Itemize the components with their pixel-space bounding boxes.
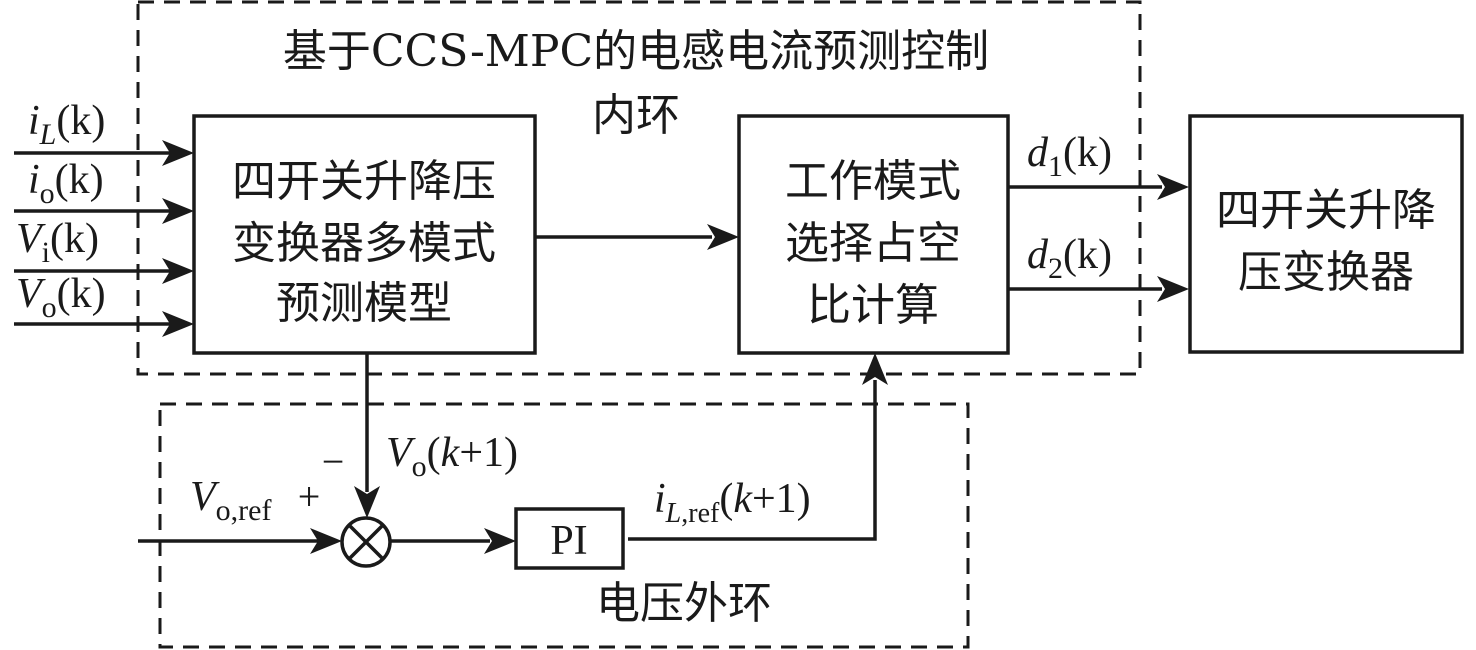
prediction-model-line-1: 四开关升降压 bbox=[232, 156, 496, 207]
signal-label-vo-ref: Vo,ref bbox=[190, 474, 271, 527]
arrow-head bbox=[1157, 174, 1189, 200]
arrow-head bbox=[862, 353, 888, 385]
input-label-vi: Vi(k) bbox=[16, 216, 99, 269]
output-label-d2: d2(k) bbox=[1027, 232, 1112, 285]
arrow-head bbox=[162, 311, 194, 337]
input-arrows bbox=[14, 140, 194, 337]
converter-line-2: 压变换器 bbox=[1238, 247, 1414, 298]
arrow-head bbox=[1157, 276, 1189, 302]
arrow-head bbox=[707, 224, 739, 250]
junction-cross bbox=[347, 523, 385, 561]
svg-text:Vo(k+1): Vo(k+1) bbox=[386, 430, 518, 483]
mode-select-line-2: 选择占空 bbox=[785, 218, 961, 269]
inner-loop-boundary bbox=[136, 0, 1142, 376]
signal-label-vo-pred: Vo(k+1) bbox=[386, 430, 518, 483]
inner-loop-subtitle: 内环 bbox=[592, 90, 680, 141]
converter-block: 四开关升降 压变换器 bbox=[1188, 114, 1464, 354]
svg-text:Vi(k): Vi(k) bbox=[16, 216, 99, 269]
arrow-head bbox=[162, 140, 194, 166]
svg-text:iL(k): iL(k) bbox=[28, 98, 105, 151]
arrow-head bbox=[310, 528, 342, 554]
arrow-head bbox=[484, 528, 516, 554]
minus-sign: − bbox=[322, 439, 345, 484]
pi-controller-block: PI bbox=[514, 507, 625, 570]
svg-text:Vo,ref: Vo,ref bbox=[190, 474, 271, 527]
svg-text:io(k): io(k) bbox=[28, 157, 104, 210]
input-label-il: iL(k) bbox=[28, 98, 105, 151]
prediction-model-block: 四开关升降压 变换器多模式 预测模型 bbox=[192, 114, 537, 355]
mode-select-line-1: 工作模式 bbox=[785, 156, 961, 207]
outer-loop-title: 电压外环 bbox=[596, 578, 772, 629]
outer-loop-boundary bbox=[158, 402, 970, 649]
inner-loop-title: 基于CCS-MPC的电感电流预测控制 bbox=[283, 26, 989, 77]
arrow-head bbox=[162, 198, 194, 224]
converter-line-1: 四开关升降 bbox=[1216, 185, 1436, 236]
mode-select-block: 工作模式 选择占空 比计算 bbox=[737, 114, 1010, 355]
input-label-io: io(k) bbox=[28, 157, 104, 210]
arrow-head bbox=[162, 258, 194, 284]
svg-text:d2(k): d2(k) bbox=[1027, 232, 1112, 285]
svg-text:iL,ref(k+1): iL,ref(k+1) bbox=[654, 476, 811, 529]
pi-label: PI bbox=[550, 518, 587, 564]
plus-sign: + bbox=[298, 474, 321, 519]
mode-select-line-3: 比计算 bbox=[807, 280, 939, 331]
svg-text:d1(k): d1(k) bbox=[1027, 130, 1112, 183]
output-label-d1: d1(k) bbox=[1027, 130, 1112, 183]
wire-il-ref bbox=[628, 380, 877, 541]
summing-junction bbox=[340, 516, 392, 568]
svg-text:Vo(k): Vo(k) bbox=[16, 271, 106, 324]
prediction-model-line-2: 变换器多模式 bbox=[232, 218, 496, 269]
arrow-head bbox=[354, 486, 380, 518]
prediction-model-line-3: 预测模型 bbox=[276, 278, 452, 329]
input-label-vo: Vo(k) bbox=[16, 271, 106, 324]
signal-label-il-ref: iL,ref(k+1) bbox=[654, 476, 811, 529]
